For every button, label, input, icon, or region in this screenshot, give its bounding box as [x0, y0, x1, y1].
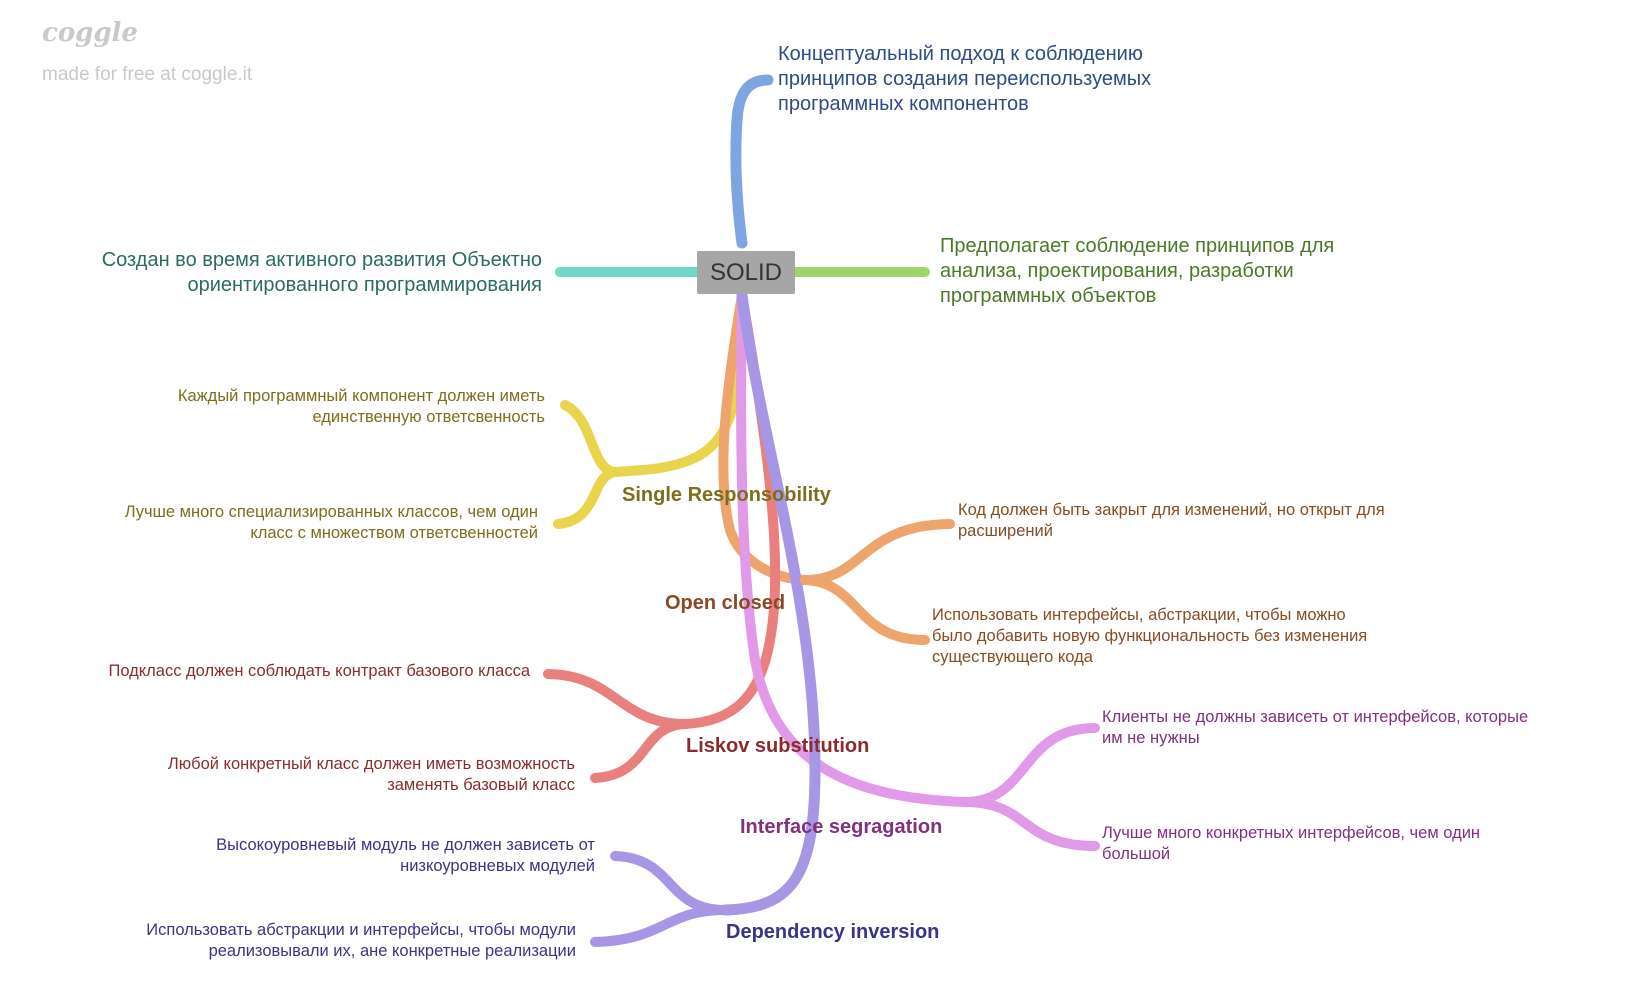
note-history: Создан во время активного развития Объек…	[101, 249, 542, 296]
ls-point-1: Подкласс должен соблюдать контракт базов…	[108, 662, 530, 680]
is-point-2: Лучше много конкретных интерфейсов, чем …	[1102, 824, 1481, 863]
branch-interface-segregation	[736, 290, 970, 807]
oc-point-2: Использовать интерфейсы, абстракции, что…	[932, 606, 1368, 666]
coggle-tagline: made for free at coggle.it	[42, 64, 253, 85]
principle-single-responsibility[interactable]: Single Responsobility	[622, 484, 831, 506]
connector-di-1	[610, 851, 730, 915]
connector-sr-1	[560, 400, 620, 477]
branch-open-closed	[718, 290, 810, 585]
sr-point-2: Лучше много специализированных классов, …	[124, 503, 538, 542]
principle-liskov-substitution[interactable]: Liskov substitution	[686, 735, 870, 757]
note-concept: Концептуальный подход к соблюдению принц…	[778, 43, 1152, 115]
branch-dependency-inversion	[719, 289, 821, 916]
coggle-logo: coggle	[42, 18, 138, 48]
di-point-1: Высокоуровневый модуль не должен зависет…	[216, 836, 595, 875]
leaf-connectors	[543, 400, 1100, 947]
connector-ls-2	[590, 719, 690, 783]
is-point-1: Клиенты не должны зависеть от интерфейсо…	[1102, 708, 1529, 747]
principle-interface-segregation[interactable]: Interface segragation	[740, 816, 943, 838]
connector-di-2	[590, 905, 730, 947]
note-purpose: Предполагает соблюдение принципов для ан…	[940, 235, 1335, 307]
trunk-branches	[555, 74, 970, 916]
principle-open-closed[interactable]: Open closed	[665, 592, 786, 614]
connector-oc-2	[800, 575, 930, 645]
connector-oc-1	[800, 519, 955, 585]
root-node[interactable]: SOLID	[697, 251, 795, 294]
di-point-2: Использовать абстракции и интерфейсы, чт…	[146, 921, 576, 960]
branch-concept	[730, 74, 774, 249]
connector-ls-1	[543, 669, 690, 729]
sr-point-1: Каждый программный компонент должен имет…	[177, 387, 545, 426]
oc-point-1: Код должен быть закрыт для изменений, но…	[958, 501, 1385, 540]
principle-dependency-inversion[interactable]: Dependency inversion	[726, 921, 940, 943]
ls-point-2: Любой конкретный класс должен иметь возм…	[167, 755, 575, 794]
connector-is-1	[960, 723, 1100, 807]
connector-sr-2	[553, 467, 620, 529]
connector-is-2	[960, 797, 1100, 851]
